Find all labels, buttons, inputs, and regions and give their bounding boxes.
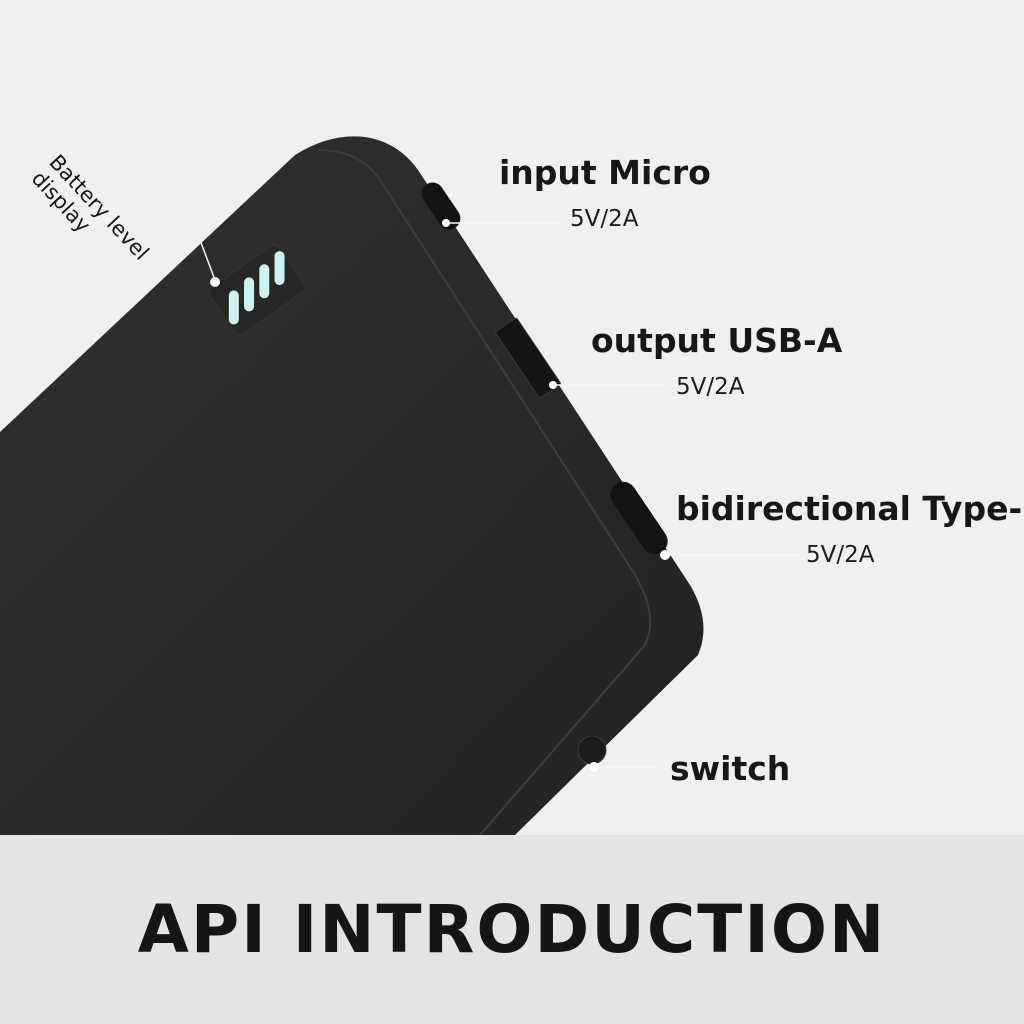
bidirectional-type-c-label: bidirectional Type-C xyxy=(676,489,1024,528)
switch-button xyxy=(577,735,607,765)
leader-dots xyxy=(210,219,670,772)
footer-title: API INTRODUCTION xyxy=(137,891,887,968)
leader-lines xyxy=(199,222,800,768)
switch-label: switch xyxy=(670,749,791,788)
input-micro-label: input Micro xyxy=(499,153,711,192)
power-bank-illustration xyxy=(0,136,800,835)
footer-banner: API INTRODUCTION xyxy=(0,835,1024,1024)
output-usb-a-label: output USB-A xyxy=(591,321,843,360)
bidirectional-type-c-spec: 5V/2A xyxy=(806,542,875,568)
battery-level-display xyxy=(208,244,306,336)
power-bank-face-edge xyxy=(317,149,652,835)
input-micro-spec: 5V/2A xyxy=(570,206,639,232)
power-bank-body xyxy=(0,136,704,835)
battery-led-bars xyxy=(228,251,285,325)
micro-usb-port xyxy=(421,182,461,230)
type-c-port xyxy=(610,481,668,555)
output-usb-a-spec: 5V/2A xyxy=(676,374,745,400)
usb-a-port xyxy=(495,317,561,399)
